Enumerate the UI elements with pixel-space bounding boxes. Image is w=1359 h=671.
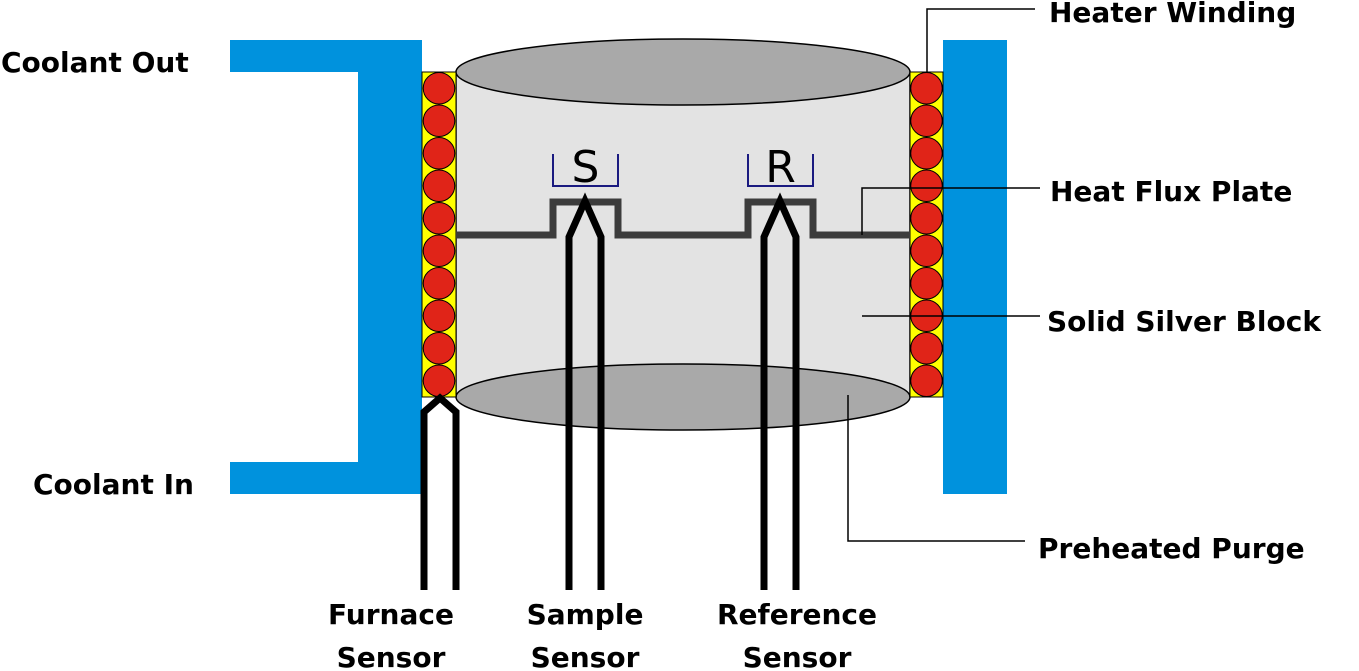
heater-coil-right-2 [910, 104, 943, 137]
heater-coil-left-10 [422, 364, 456, 397]
heater-coil-left-6 [422, 234, 456, 267]
heater-winding-left [422, 72, 456, 397]
heater-coil-right-6 [910, 234, 943, 267]
reference-pan [747, 154, 814, 187]
label-furnace-sensor-line2: Sensor [337, 641, 446, 671]
silver-block-bottom [455, 363, 911, 431]
heater-coil-left-3 [422, 137, 456, 170]
heater-coil-right-10 [910, 364, 943, 397]
heater-coil-right-5 [910, 202, 943, 235]
heater-coil-left-4 [422, 169, 456, 202]
label-reference-sensor-line2: Sensor [743, 641, 852, 671]
label-coolant-in: Coolant In [33, 468, 194, 501]
heater-coil-right-3 [910, 137, 943, 170]
heat-flux-plate [456, 198, 910, 239]
label-reference-sensor-line1: Reference [717, 598, 877, 631]
label-heat-flux-plate: Heat Flux Plate [1050, 175, 1292, 208]
heater-coil-left-7 [422, 267, 456, 300]
heater-coil-left-2 [422, 104, 456, 137]
leader-preheated-purge [847, 395, 1025, 542]
label-coolant-out: Coolant Out [1, 46, 189, 79]
label-heater-winding: Heater Winding [1049, 0, 1296, 29]
leader-heater-winding [926, 8, 1035, 72]
label-solid-silver-block: Solid Silver Block [1047, 305, 1322, 338]
heater-coil-right-9 [910, 332, 943, 365]
heater-coil-left-5 [422, 202, 456, 235]
label-preheated-purge: Preheated Purge [1038, 532, 1305, 565]
leader-heat-flux-plate [861, 187, 1040, 235]
sample-sensor-wire [565, 192, 605, 590]
label-furnace-sensor-line1: Furnace [328, 598, 454, 631]
heater-coil-right-4 [910, 169, 943, 202]
label-sample-sensor-line2: Sensor [531, 641, 640, 671]
sample-pan-letter: S [572, 142, 600, 193]
heater-coil-right-7 [910, 267, 943, 300]
heater-coil-right-1 [910, 72, 943, 105]
furnace-sensor-wire [420, 393, 460, 590]
heater-coil-left-9 [422, 332, 456, 365]
reference-sensor-wire [760, 192, 800, 590]
heater-coil-left-1 [422, 72, 456, 105]
coolant-jacket-left [230, 40, 422, 494]
sample-pan [552, 154, 619, 187]
label-sample-sensor-line1: Sample [527, 598, 644, 631]
silver-block-top [455, 38, 911, 106]
heater-coil-left-8 [422, 299, 456, 332]
coolant-jacket-right [943, 40, 1007, 494]
reference-pan-letter: R [765, 142, 796, 193]
